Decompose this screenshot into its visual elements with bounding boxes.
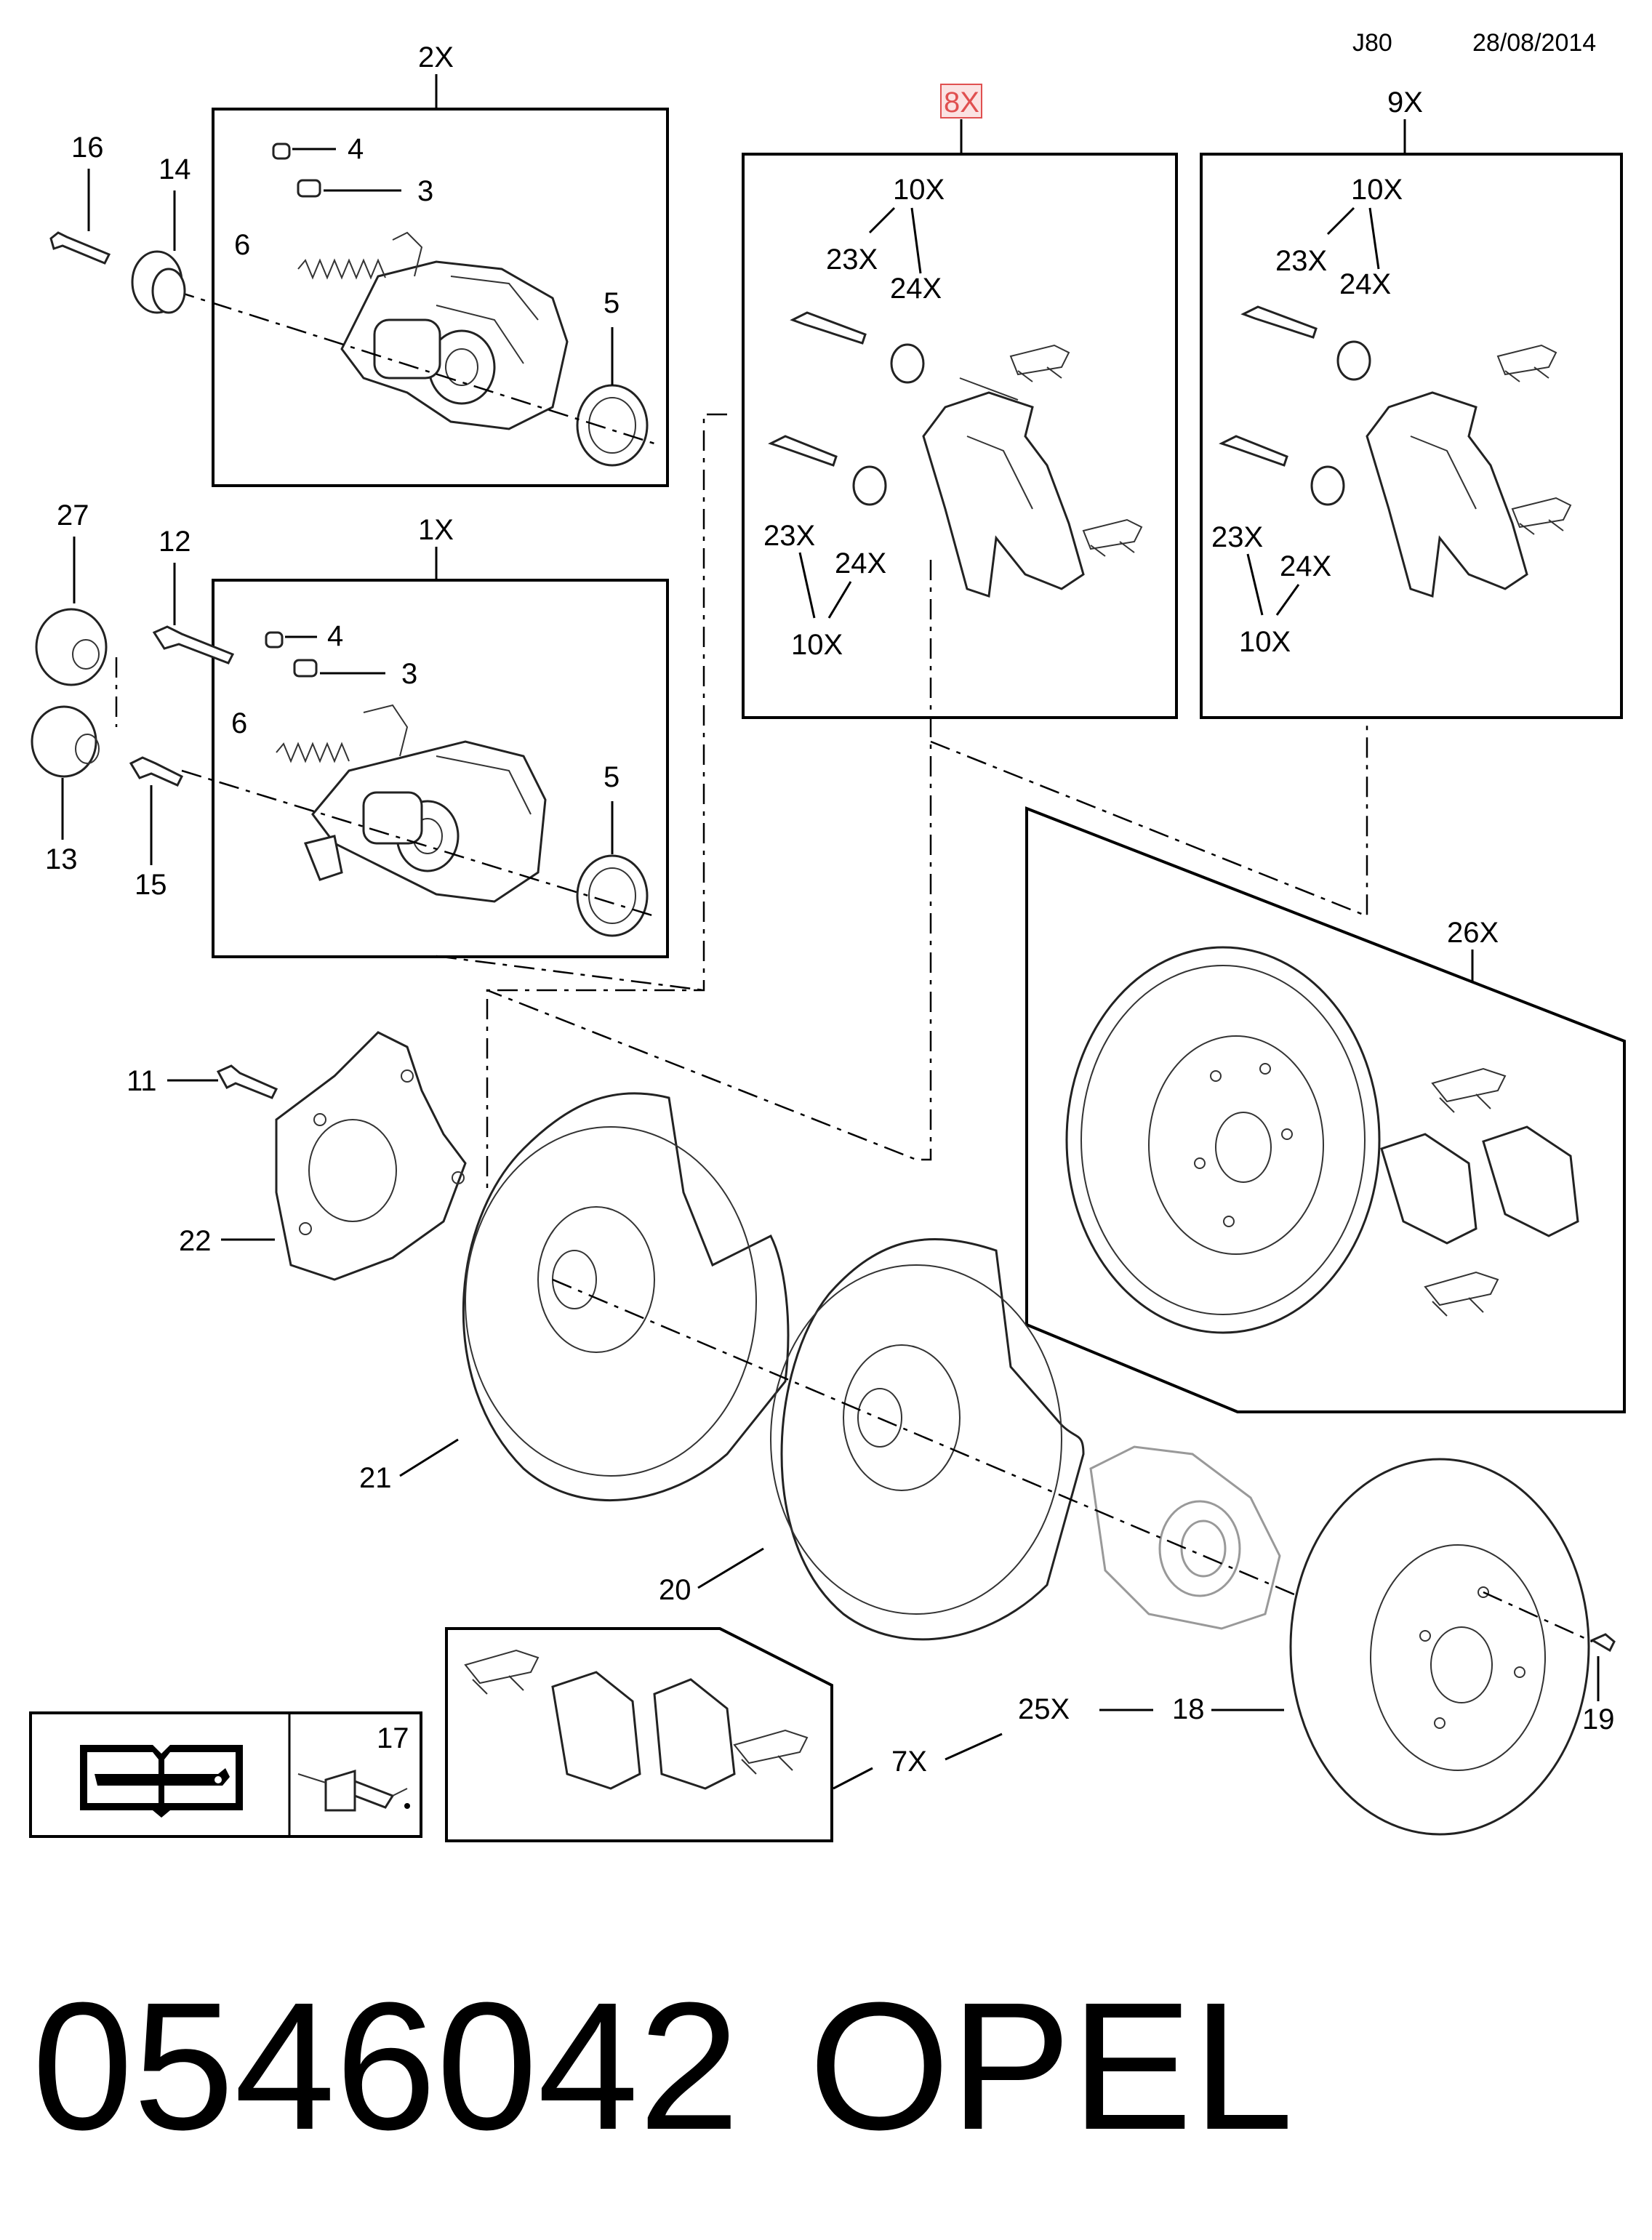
part-label-13[interactable]: 13: [45, 843, 78, 875]
part-label-10x-a[interactable]: 10X: [893, 174, 945, 206]
bracket-kit-9x: 9X 10X 23X 24X 23X 24X 10X: [1200, 87, 1623, 719]
group-label-7x[interactable]: 7X: [891, 1746, 927, 1778]
pad-7x-b: [653, 1678, 736, 1790]
part-label-18[interactable]: 18: [1172, 1693, 1205, 1725]
bolt-and-bushing-14-16: 16 14: [49, 132, 191, 314]
part-label-10x-b[interactable]: 10X: [791, 629, 843, 661]
pad-26x-b: [1482, 1125, 1579, 1237]
brake-disc-18: 18 19: [1172, 1458, 1616, 1836]
part-label-5b[interactable]: 5: [604, 761, 620, 793]
disc-26x: [1065, 946, 1381, 1334]
part-label-16[interactable]: 16: [71, 132, 104, 164]
wheel-hub: [552, 1278, 1324, 1630]
part-label-23x-b[interactable]: 23X: [763, 520, 815, 552]
box-7x: [445, 1627, 833, 1842]
part-label-6[interactable]: 6: [234, 229, 250, 261]
footer-part-number: 0546042: [32, 1964, 739, 2167]
info-icons-box: 17: [29, 1711, 422, 1838]
box-9x: [1200, 153, 1623, 719]
diagram-date: 28/08/2014: [1472, 29, 1596, 57]
part-label-24x-c[interactable]: 24X: [1339, 268, 1391, 300]
box-2x: [212, 108, 669, 487]
caliper-assembly-1x: 1X 4 3 6 5: [181, 514, 669, 958]
part-label-5[interactable]: 5: [604, 287, 620, 319]
group-label-26x[interactable]: 26X: [1447, 917, 1499, 949]
part-label-15[interactable]: 15: [135, 869, 167, 901]
disc-and-pads-kit-26x: 26X: [1025, 806, 1626, 1413]
pad-26x-a: [1380, 1133, 1477, 1245]
pad-kit-7x: 7X: [445, 1627, 1003, 1842]
box-26x: [1025, 806, 1626, 1413]
dashed-connectors: [436, 413, 1368, 1192]
splash-shield-20: 20: [659, 1238, 1085, 1641]
left-small-parts: 27 12 13 15: [31, 499, 235, 901]
part-label-19[interactable]: 19: [1582, 1703, 1615, 1735]
splash-shield-21: 21: [359, 1092, 790, 1502]
part-label-20[interactable]: 20: [659, 1574, 691, 1606]
part-label-23x-a[interactable]: 23X: [826, 244, 878, 276]
part-label-21[interactable]: 21: [359, 1462, 392, 1494]
bracket-kit-8x: 8X 10X 23X 24X 23X 24X 10X: [742, 84, 1178, 719]
part-label-23x-c[interactable]: 23X: [1275, 245, 1327, 277]
part-label-14[interactable]: 14: [159, 153, 191, 185]
caliper-2x-drawing: [272, 142, 649, 467]
caliper-1x-drawing: [265, 631, 649, 937]
part-label-3b[interactable]: 3: [401, 658, 417, 690]
footer-brand: OPEL: [809, 1964, 1294, 2167]
oil-can-icon[interactable]: [297, 1769, 410, 1812]
group-label-25x[interactable]: 25X: [1018, 1693, 1070, 1725]
part-label-4[interactable]: 4: [348, 133, 364, 165]
part-label-27[interactable]: 27: [57, 499, 89, 531]
part-label-11[interactable]: 11: [127, 1065, 157, 1097]
group-label-2x[interactable]: 2X: [418, 41, 454, 73]
part-label-10x-c[interactable]: 10X: [1351, 174, 1403, 206]
part-label-6b[interactable]: 6: [231, 707, 247, 739]
part-label-12[interactable]: 12: [159, 526, 191, 558]
bracket-9x-drawing: [1219, 305, 1572, 598]
group-label-8x[interactable]: 8X: [944, 87, 979, 119]
bracket-8x-drawing: [768, 311, 1143, 598]
caliper-assembly-2x: 2X 4 3 6 5: [174, 41, 669, 487]
box-8x: [742, 153, 1178, 719]
part-label-10x-d[interactable]: 10X: [1239, 626, 1291, 658]
part-label-22[interactable]: 22: [179, 1225, 212, 1257]
repair-manual-icon[interactable]: [80, 1745, 243, 1818]
part-label-17[interactable]: 17: [377, 1722, 409, 1754]
backing-plate-22: 22 11: [127, 1031, 467, 1281]
highlight-8x: [940, 84, 982, 119]
group-label-9x[interactable]: 9X: [1387, 87, 1423, 119]
part-label-24x-d[interactable]: 24X: [1280, 550, 1331, 582]
part-label-4b[interactable]: 4: [327, 620, 343, 652]
part-label-24x-a[interactable]: 24X: [890, 273, 942, 305]
part-label-23x-d[interactable]: 23X: [1211, 521, 1263, 553]
part-label-24x-b[interactable]: 24X: [835, 547, 886, 579]
group-label-1x[interactable]: 1X: [418, 514, 454, 546]
part-label-3[interactable]: 3: [417, 175, 433, 207]
diagram-code: J80: [1352, 29, 1392, 57]
pad-7x-a: [551, 1671, 641, 1790]
